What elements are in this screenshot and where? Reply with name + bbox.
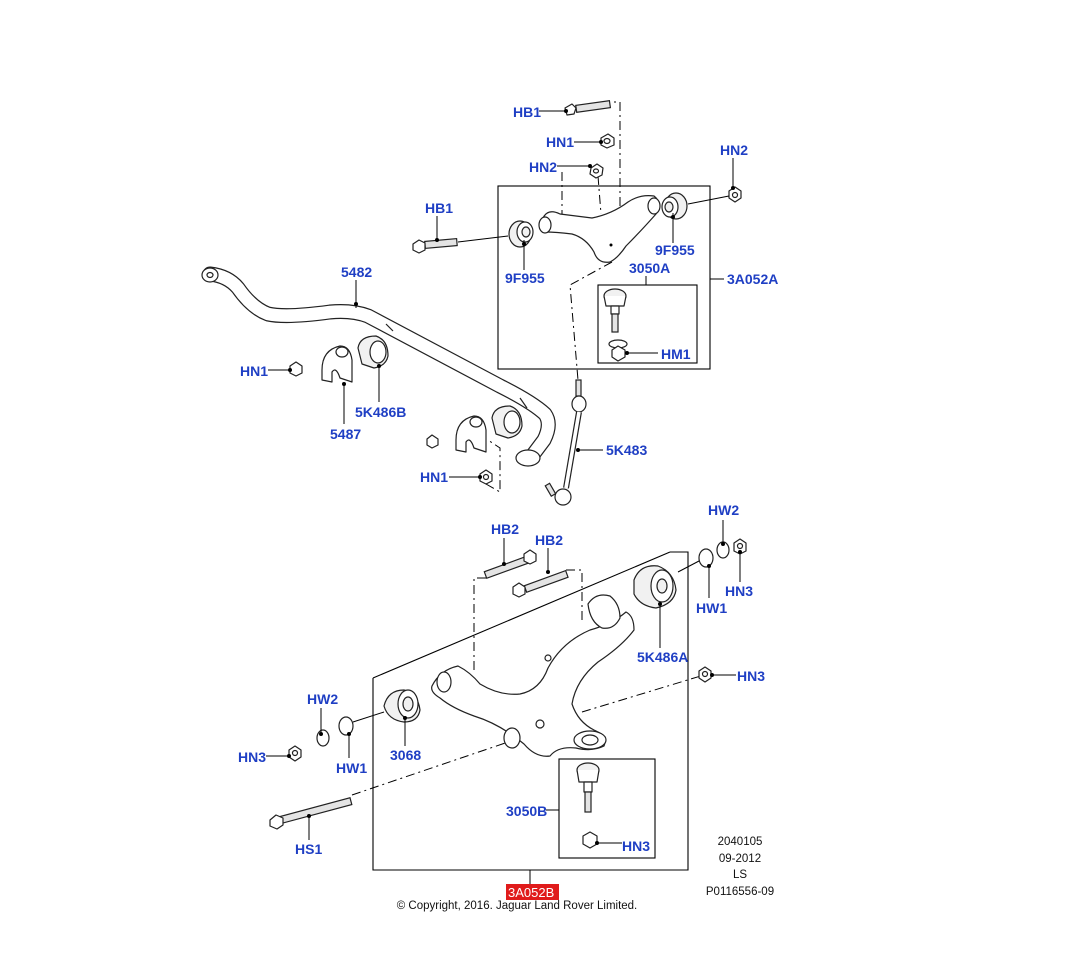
nut-hn1-bottom xyxy=(479,469,493,485)
alignment-line xyxy=(581,674,705,713)
callout-hw1-right[interactable]: HW1 xyxy=(696,600,727,616)
nut-hn1-top xyxy=(600,133,615,149)
ball-joint-3050b-box xyxy=(558,758,656,859)
bushing-5k486a xyxy=(633,565,677,609)
alignment-line xyxy=(569,261,613,381)
alignment-line xyxy=(485,439,501,493)
highlight-background xyxy=(506,884,559,900)
callout-hn3-left[interactable]: HN3 xyxy=(238,749,266,765)
callout-3a052a[interactable]: 3A052A xyxy=(727,271,778,287)
bolt-hb2-a xyxy=(483,549,537,580)
arm-bore-left xyxy=(538,216,552,234)
link-washer xyxy=(515,449,541,467)
bushing-3068 xyxy=(383,689,421,723)
callout-5482[interactable]: 5482 xyxy=(341,264,372,280)
nut-hn2-top xyxy=(589,163,604,179)
bolt-hb1-top xyxy=(564,99,612,116)
washer-hw1-right xyxy=(698,548,714,568)
nut-hn3-left xyxy=(288,745,302,762)
ball-joint-3050b xyxy=(576,762,600,849)
callout-hw2-left[interactable]: HW2 xyxy=(307,691,338,707)
upper-arm-assembly-box xyxy=(497,185,711,370)
callout-hn1-top[interactable]: HN1 xyxy=(546,134,574,150)
washer-hw1-left xyxy=(338,716,354,736)
upper-control-arm xyxy=(540,195,660,263)
nut-hn1-left xyxy=(289,361,303,377)
alignment-line xyxy=(351,737,521,796)
callout-labels: HB1 HN1 HN2 HN2 HB1 9F955 9F955 3050A 3A… xyxy=(238,104,778,857)
callout-hn3-right-mid[interactable]: HN3 xyxy=(737,668,765,684)
arm-bore-right xyxy=(647,197,661,215)
clamp-right xyxy=(455,415,487,453)
ball-joint-3050a-box xyxy=(597,284,698,364)
stabilizer-link-5k483 xyxy=(544,379,587,506)
bushing-9f955-left xyxy=(508,220,534,248)
stabilizer-bar-group xyxy=(201,266,603,506)
highlight-3a052b[interactable]: 3A052B xyxy=(506,884,559,900)
callout-hb2-b[interactable]: HB2 xyxy=(535,532,563,548)
upper-arm-group xyxy=(412,99,742,381)
drawing-meta: 2040105 09-2012 LS P0116556-09 xyxy=(706,836,774,898)
callout-5k483[interactable]: 5K483 xyxy=(606,442,647,458)
bushing-9f955-right xyxy=(661,192,688,220)
callout-hn3-bottom[interactable]: HN3 xyxy=(622,838,650,854)
callout-hm1[interactable]: HM1 xyxy=(661,346,691,362)
meta-line-1: 2040105 xyxy=(718,836,763,848)
ball-joint-3050a xyxy=(603,288,628,362)
callout-3050b[interactable]: 3050B xyxy=(506,803,547,819)
callout-5k486b[interactable]: 5K486B xyxy=(355,404,406,420)
nut-hn3-right-top xyxy=(733,538,747,555)
meta-line-2: 09-2012 xyxy=(719,853,761,865)
washer-hw2-left xyxy=(316,729,330,747)
callout-9f955-right[interactable]: 9F955 xyxy=(655,242,695,258)
callout-hb1-top[interactable]: HB1 xyxy=(513,104,541,120)
bolt-hs1 xyxy=(269,797,353,830)
callout-hw2-right[interactable]: HW2 xyxy=(708,502,739,518)
meta-line-4: P0116556-09 xyxy=(706,886,774,898)
callout-hn2-right[interactable]: HN2 xyxy=(720,142,748,158)
nut-hn1-mid xyxy=(426,434,439,449)
lower-arm-group xyxy=(266,520,747,884)
callout-hb2-a[interactable]: HB2 xyxy=(491,521,519,537)
callout-hs1[interactable]: HS1 xyxy=(295,841,322,857)
callout-5k486a[interactable]: 5K486A xyxy=(637,649,688,665)
nut-hn3-right-mid xyxy=(698,666,712,683)
alignment-line xyxy=(566,569,583,620)
highlight-label[interactable]: 3A052B xyxy=(508,885,554,900)
callout-hn1-left[interactable]: HN1 xyxy=(240,363,268,379)
callout-hn3-right-top[interactable]: HN3 xyxy=(725,583,753,599)
nut-hn2-right xyxy=(728,186,742,203)
bushing-right xyxy=(491,405,523,439)
lower-arm-assembly-box xyxy=(372,551,689,871)
bushing-5k486b xyxy=(357,335,389,369)
callout-9f955-left[interactable]: 9F955 xyxy=(505,270,545,286)
callout-3068[interactable]: 3068 xyxy=(390,747,421,763)
callout-hw1-left[interactable]: HW1 xyxy=(336,760,367,776)
callout-3050a[interactable]: 3050A xyxy=(629,260,670,276)
callout-hn1-bottom[interactable]: HN1 xyxy=(420,469,448,485)
clamp-5487-left xyxy=(321,345,353,383)
alignment-line xyxy=(597,175,602,215)
alignment-line xyxy=(473,577,486,672)
bolt-hb1-left xyxy=(412,237,458,254)
bolt-hb2-b xyxy=(512,569,569,598)
callout-hb1-left[interactable]: HB1 xyxy=(425,200,453,216)
callout-hn2-top[interactable]: HN2 xyxy=(529,159,557,175)
copyright-notice: © Copyright, 2016. Jaguar Land Rover Lim… xyxy=(397,900,638,912)
meta-line-3: LS xyxy=(733,869,747,881)
callout-5487[interactable]: 5487 xyxy=(330,426,361,442)
